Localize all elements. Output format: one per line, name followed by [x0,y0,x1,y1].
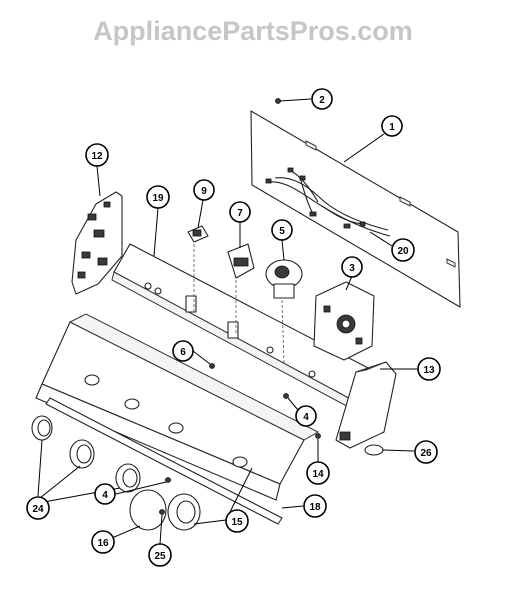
callout-9: 9 [193,179,215,201]
callout-14-label: 14 [312,469,324,480]
callout-4-right-label: 4 [303,412,309,423]
selector-switch [265,239,303,299]
watermark: AppliancePartsPros.com [93,16,413,46]
callout-25-label: 25 [154,551,166,562]
screw-6 [192,350,215,369]
timer [313,275,375,361]
wire-harness [265,167,391,237]
callout-1: 1 [381,115,403,137]
clip [159,509,165,545]
callout-15: 15 [225,509,249,533]
callout-25: 25 [148,543,172,567]
callout-9-label: 9 [201,186,207,197]
leader-1 [343,133,385,163]
callout-20-label: 20 [397,246,409,257]
callout-3: 3 [341,256,363,278]
callout-6-label: 6 [180,347,186,358]
callout-26: 26 [414,440,438,464]
callout-20: 20 [391,238,415,262]
screw-14 [315,433,321,462]
callout-12: 12 [85,143,109,167]
callout-6: 6 [172,340,194,362]
callout-4-front: 4 [94,483,116,505]
screw-top [275,98,312,104]
screw-4-right [283,393,299,411]
callout-2-label: 2 [319,95,325,106]
callout-15-label: 15 [231,517,243,528]
callout-12-label: 12 [91,151,103,162]
callout-24-label: 24 [32,504,44,515]
callout-3-label: 3 [349,263,355,274]
right-end-cap [335,361,397,449]
callout-7: 7 [229,201,251,223]
callout-5-label: 5 [279,226,285,237]
switch-9 [187,199,209,243]
callout-18-label: 18 [309,502,321,513]
callout-4-right: 4 [295,405,317,427]
callout-13: 13 [417,357,441,381]
callout-19: 19 [146,185,170,209]
callout-7-label: 7 [237,208,243,219]
bumper [364,444,415,456]
callout-2: 2 [311,88,333,110]
callout-16-label: 16 [97,538,109,549]
switch-7 [227,222,255,279]
knobs [31,415,141,503]
screw-4-front [115,477,171,495]
front-control-panel [35,313,320,501]
leader-12 [96,165,101,197]
callout-4-front-label: 4 [102,490,108,501]
callout-13-label: 13 [423,365,435,376]
leader-20 [369,231,393,247]
callout-24: 24 [26,496,50,520]
callout-26-label: 26 [420,448,432,459]
callout-18: 18 [303,494,327,518]
callout-16: 16 [91,530,115,554]
callout-5: 5 [271,219,293,241]
timer-knob [111,489,167,539]
callout-19-label: 19 [152,193,164,204]
leader-19 [153,207,159,257]
callout-1-label: 1 [389,122,395,133]
left-end-cap [71,191,123,295]
trim-strip [45,397,304,525]
callout-14: 14 [306,461,330,485]
